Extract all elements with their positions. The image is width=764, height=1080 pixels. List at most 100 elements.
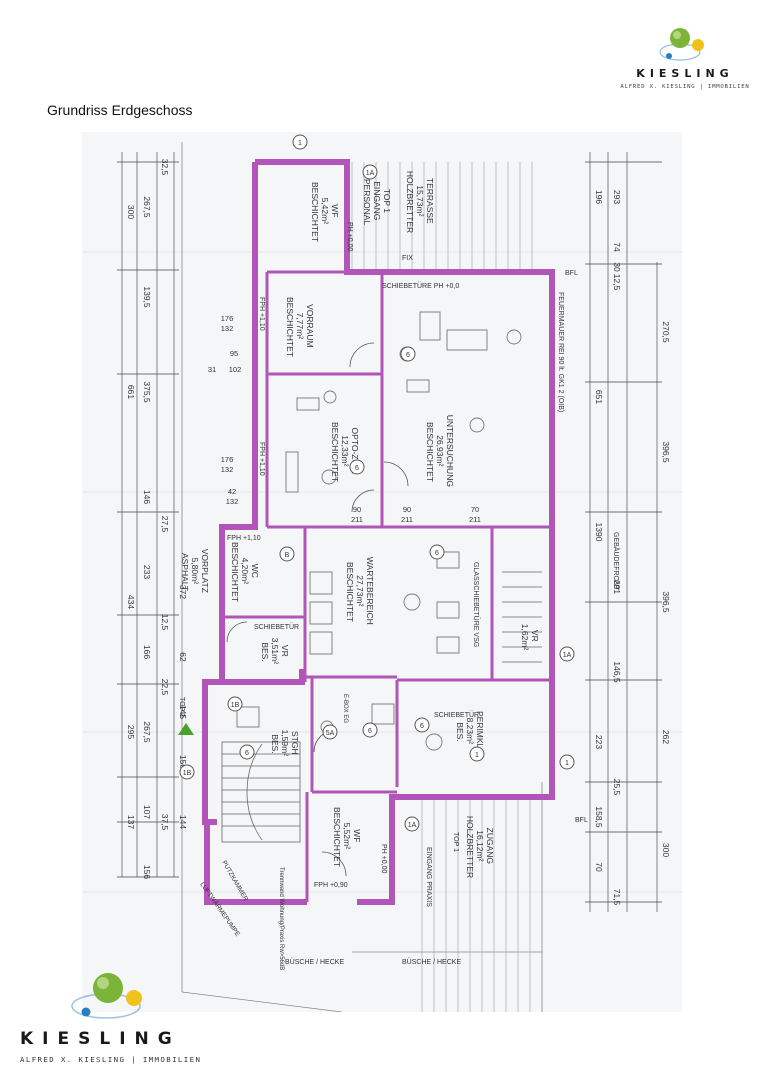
- label-hedge-right: BÜSCHE / HECKE: [402, 958, 461, 966]
- svg-text:6: 6: [245, 750, 249, 757]
- axis-marker: 6: [400, 346, 416, 362]
- dimension-numbers: 300 661 434 295 137 267,5 139,5 375,5 14…: [126, 159, 671, 906]
- axis-markers: 1 1A 1 1A 1A 1B 1B B 6 6 6 6 6 6 5A 1: [179, 134, 575, 832]
- dim-left-inner2: 150: [178, 755, 188, 769]
- dim-right-b: 293: [612, 190, 622, 204]
- dim-right-c: 270,5: [661, 321, 671, 343]
- dim-left-mid: 267,5: [142, 721, 152, 743]
- axis-marker: 1A: [559, 646, 575, 662]
- interior-dimension-numbers: 176 132 95 31 102 176 132 42 132 90 211 …: [208, 314, 481, 524]
- entrance-boards: [421, 797, 531, 1012]
- terrace-boards: [351, 162, 533, 272]
- dim-left-inner: 22,5: [160, 679, 170, 696]
- brand-tagline: ALFRED X. KIESLING | IMMOBILIEN: [620, 84, 750, 90]
- dimension-lines-right: [585, 152, 662, 912]
- axis-marker: 1B: [179, 764, 195, 780]
- dim-right-b: 146,5: [612, 661, 622, 683]
- logo-spheres-icon: [71, 973, 142, 1019]
- dim-left-inner2: 62: [178, 652, 188, 662]
- svg-text:1: 1: [565, 760, 569, 767]
- svg-text:6: 6: [435, 550, 439, 557]
- svg-text:1A: 1A: [563, 652, 572, 659]
- dim-right-a: 223: [594, 735, 604, 749]
- dim-interior: 42: [228, 487, 236, 496]
- axis-marker: 5A: [322, 724, 338, 740]
- staircase: [221, 741, 301, 843]
- label-fix: FIX: [402, 255, 413, 262]
- dim-left-inner: 37,5: [160, 814, 170, 831]
- dim-interior: 90: [353, 505, 361, 514]
- svg-text:6: 6: [420, 723, 424, 730]
- label-entrance-practice: EINGANG PRAXIS: [425, 847, 432, 907]
- dim-left-outer: 295: [126, 725, 136, 739]
- svg-text:1B: 1B: [231, 702, 240, 709]
- dim-right-b: 25,5: [612, 779, 622, 796]
- dim-right-b: 74: [612, 242, 622, 252]
- dim-interior: 211: [469, 515, 481, 524]
- dim-left-inner2: 372: [178, 585, 188, 599]
- room-wartebereich: WARTEBEREICH 27,73m² BESCHICHTET: [345, 557, 375, 627]
- svg-text:1A: 1A: [408, 822, 417, 829]
- room-untersuchung: UNTERSUCHUNG 26,93m² BESCHICHTET: [425, 415, 455, 490]
- label-bfl-top: BFL: [565, 270, 578, 277]
- dimension-lines-left: [117, 152, 179, 878]
- dim-right-b: 30: [612, 262, 622, 272]
- svg-text:B: B: [285, 552, 290, 559]
- svg-text:6: 6: [355, 465, 359, 472]
- dim-right-c: 300: [661, 843, 671, 857]
- room-top1-entrance: TOP 1 EINGANG PERSONAL: [362, 179, 392, 226]
- dim-right-a: 196: [594, 190, 604, 204]
- dim-left-inner: 32,5: [160, 159, 170, 176]
- axis-marker: 6: [362, 722, 378, 738]
- dim-left-mid: 375,5: [142, 381, 152, 403]
- room-zugang: ZUGANG 16,12m² HOLZBRETTER: [465, 816, 495, 878]
- room-labels: WF 5,42m² BESCHICHTET TOP 1 EINGANG PERS…: [180, 171, 540, 878]
- dim-interior: 132: [226, 497, 239, 506]
- logo-spheres-icon: [659, 28, 704, 61]
- label-sliding-door-left: SCHIEBETÜR: [254, 623, 299, 631]
- axis-marker: 1A: [404, 816, 420, 832]
- dim-interior: 132: [221, 324, 234, 333]
- dim-interior: 176: [221, 455, 234, 464]
- dim-left-mid: 139,5: [142, 286, 152, 308]
- furniture: [236, 311, 522, 751]
- dim-left-outer: 434: [126, 595, 136, 609]
- dim-left-inner2: 145: [178, 705, 188, 719]
- dim-interior: 70: [471, 505, 479, 514]
- dim-interior: 102: [229, 365, 242, 374]
- dim-left-outer: 661: [126, 385, 136, 399]
- dim-right-b: 71,5: [612, 889, 622, 906]
- dim-right-a: 158,5: [594, 806, 604, 828]
- dim-interior: 132: [221, 465, 234, 474]
- dim-left-outer: 137: [126, 815, 136, 829]
- label-sliding-door-mid: SCHIEBETÜR: [434, 711, 479, 719]
- floor-plan: WF 5,42m² BESCHICHTET TOP 1 EINGANG PERS…: [82, 132, 682, 1012]
- dim-right-c: 262: [661, 730, 671, 744]
- dim-left-mid: 156: [142, 865, 152, 879]
- room-terrace: TERRASSE 15,73m² HOLZBRETTER: [405, 171, 435, 233]
- axis-marker: 1A: [362, 164, 378, 180]
- dim-interior: 90: [403, 505, 411, 514]
- label-fph-b: FPH +1,10: [258, 442, 265, 476]
- dim-left-mid: 146: [142, 490, 152, 504]
- svg-text:5A: 5A: [326, 730, 335, 737]
- label-ph-bottom: PH +0,00: [380, 844, 387, 873]
- footer-logo: KIESLING ALFRED X. KIESLING | IMMOBILIEN: [18, 966, 208, 1070]
- label-fph-a: FPH +1,10: [258, 297, 265, 331]
- brand-tagline: ALFRED X. KIESLING | IMMOBILIEN: [20, 1055, 202, 1064]
- dim-right-b: 291: [612, 580, 622, 594]
- label-glass-sliding-door: GLASSCHIEBETÜRE VSG: [472, 562, 480, 647]
- svg-text:1A: 1A: [366, 170, 375, 177]
- axis-marker: 6: [414, 717, 430, 733]
- dim-left-inner: 12,5: [160, 614, 170, 631]
- dim-interior: 211: [351, 515, 363, 524]
- axis-marker: 1B: [227, 696, 243, 712]
- axis-marker: 1: [559, 754, 575, 770]
- dim-interior: 95: [230, 349, 238, 358]
- dim-right-a: 1390: [594, 523, 604, 542]
- label-bfl-bottom: BFL: [575, 817, 588, 824]
- dim-interior: 211: [401, 515, 413, 524]
- svg-text:6: 6: [406, 352, 410, 359]
- room-vr-right: VR 1,62m²: [520, 624, 540, 651]
- label-fph-d: FPH +0,90: [314, 882, 348, 889]
